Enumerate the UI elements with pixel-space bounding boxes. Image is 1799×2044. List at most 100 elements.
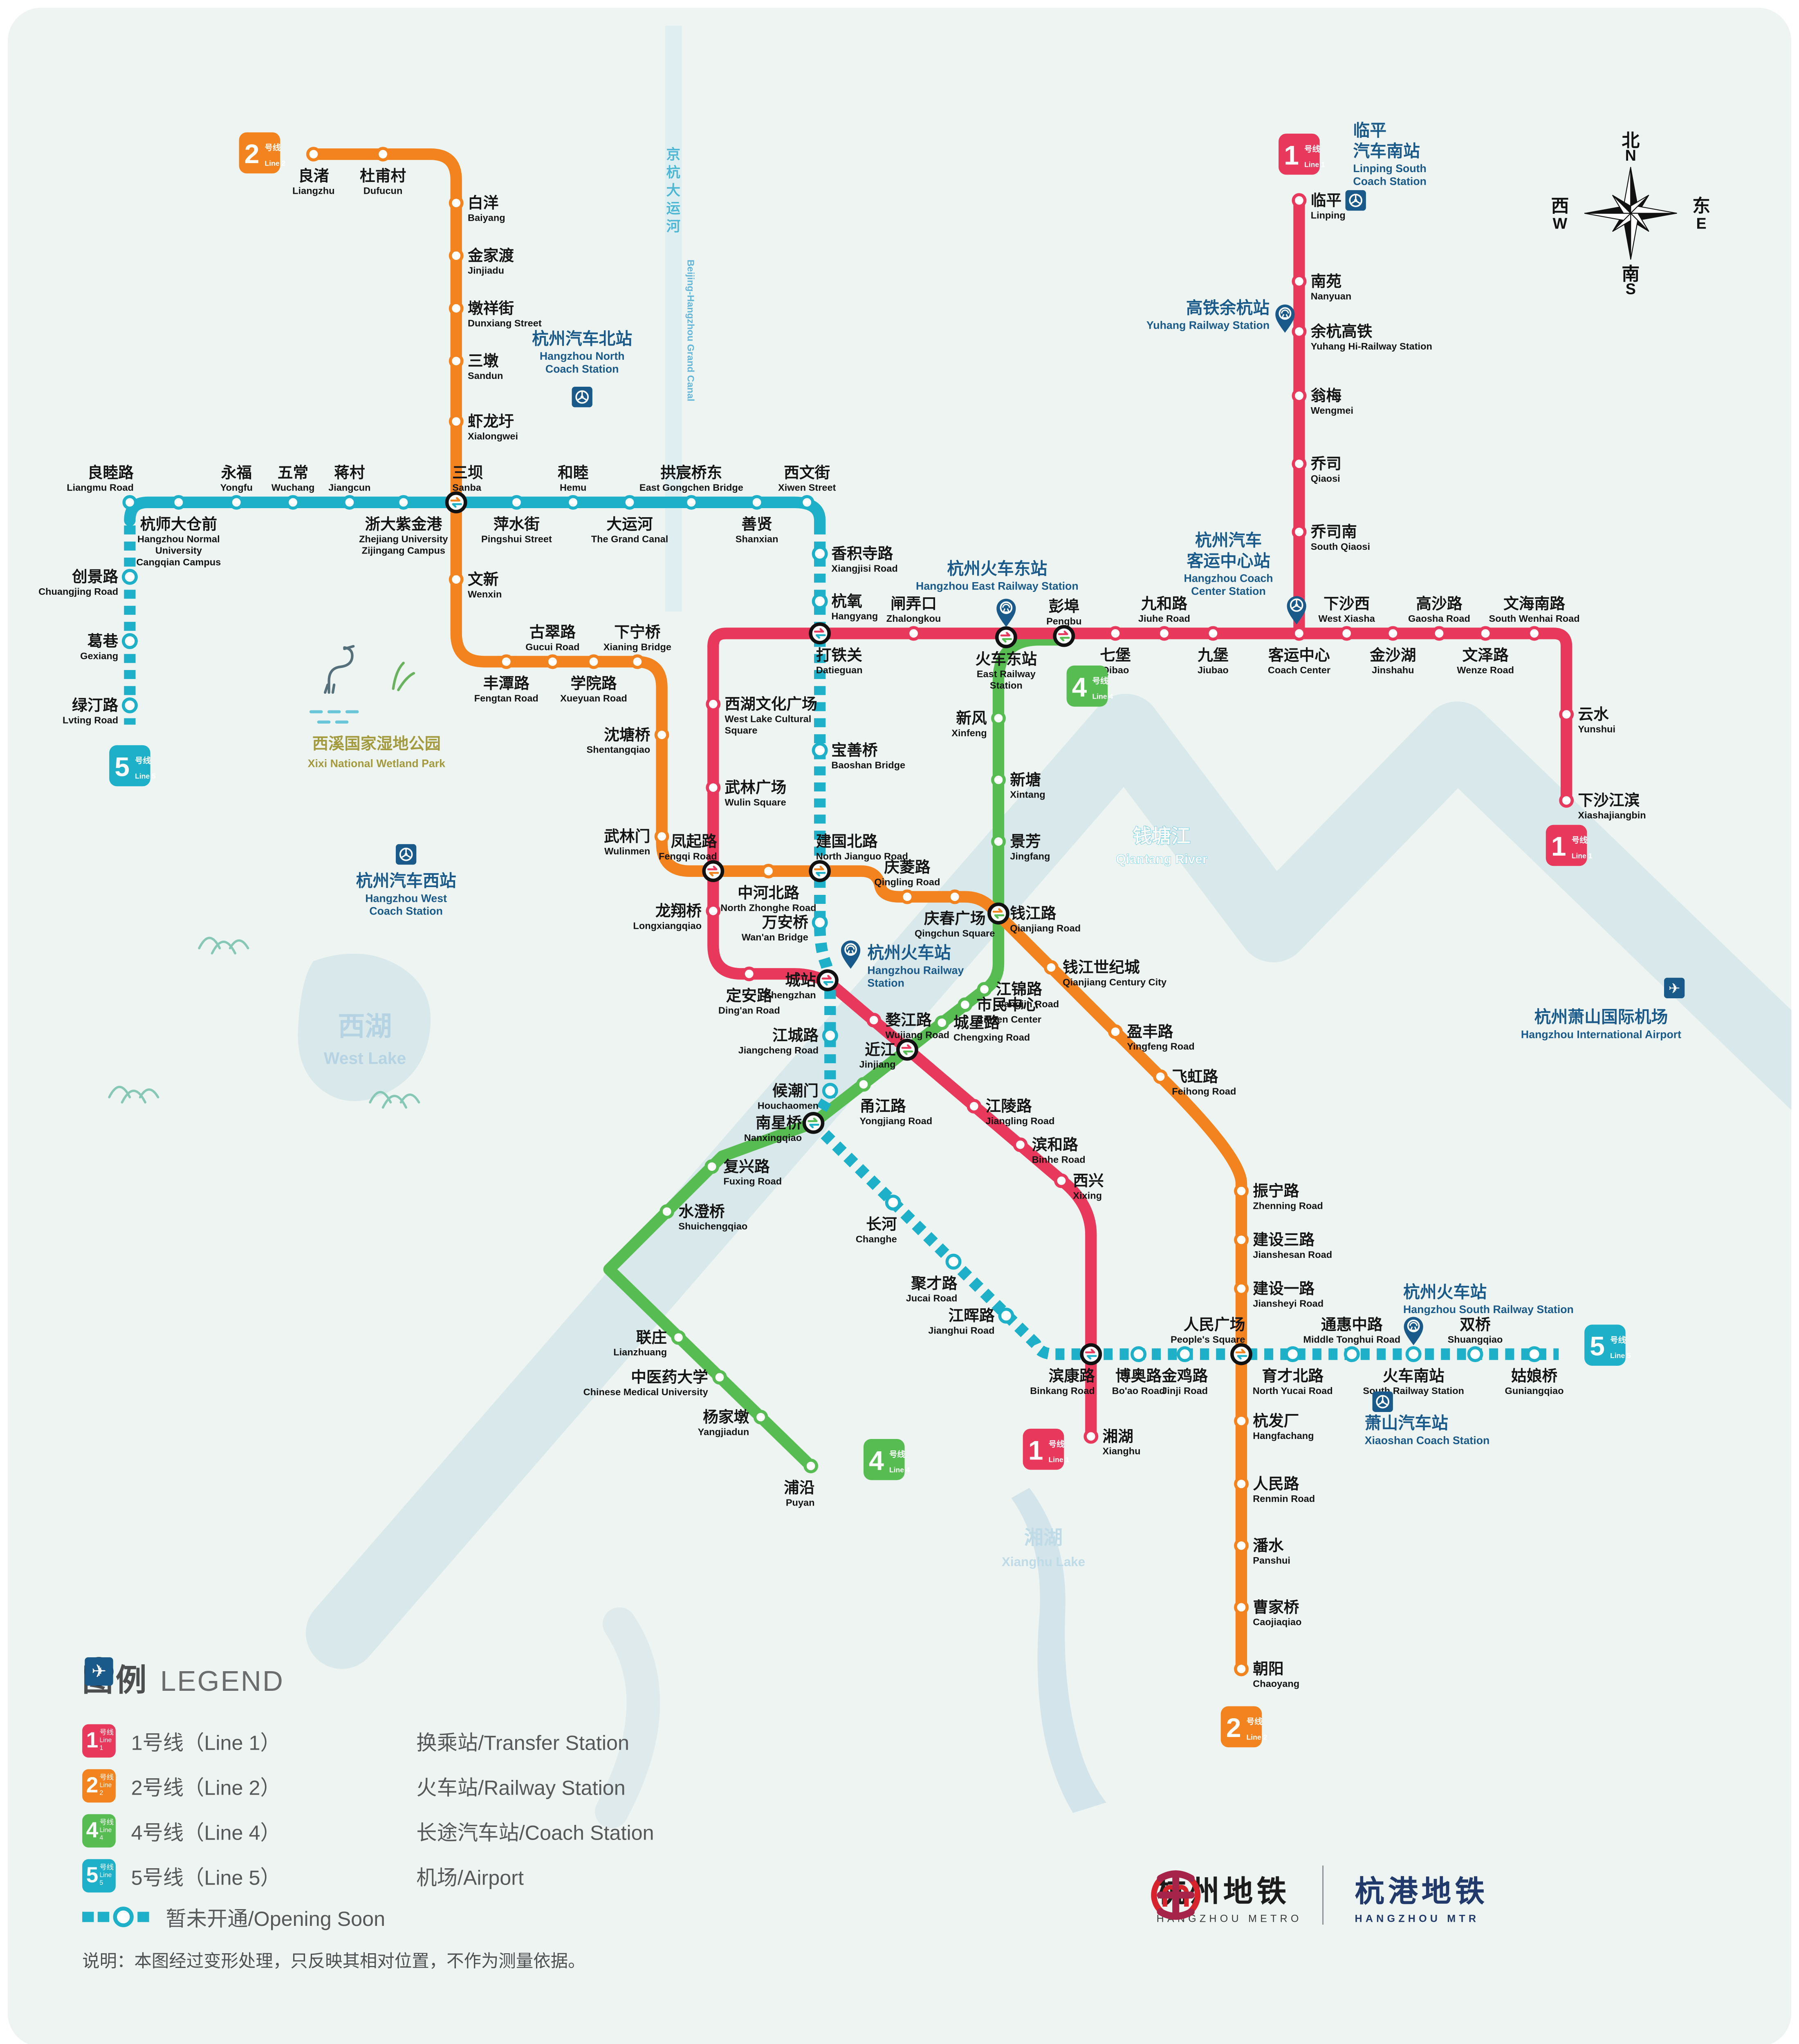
station-name-en: Xianing Bridge xyxy=(603,641,671,652)
facility-name-en: Yuhang Railway Station xyxy=(1146,319,1270,332)
station-name-cn: 蒋村 xyxy=(334,464,365,481)
station-name-en: Wulinmen xyxy=(604,846,650,856)
footer-divider xyxy=(1322,1865,1324,1925)
facility-name-cn: 萧山汽车站 xyxy=(1365,1414,1448,1432)
station-name-en: Middle Tonghui Road xyxy=(1303,1334,1400,1345)
station-name-en: North Jianguo Road xyxy=(816,851,908,862)
transfer-ring xyxy=(802,1112,825,1134)
railway-glyph xyxy=(846,945,855,955)
station-name-en: Wujiang Road xyxy=(885,1029,949,1040)
station-name-en: Liangzhu xyxy=(292,186,334,196)
station-name-cn: 和睦 xyxy=(558,464,589,481)
station-name-en: Jiuhe Road xyxy=(1138,613,1190,624)
station-dot xyxy=(761,863,776,879)
coach-glyph xyxy=(404,853,408,856)
line-l4-path xyxy=(808,634,1072,1129)
badge-line-en: Line 2 xyxy=(265,159,285,167)
badge-line-en: Line 1 xyxy=(1049,1456,1070,1464)
badge-bg xyxy=(1546,825,1587,866)
station-name-cn: 余杭高铁 xyxy=(1310,323,1373,340)
station-name-en: Qianjiang Century City xyxy=(1063,977,1166,988)
station-name-en: Pengbu xyxy=(1046,616,1081,626)
station-name-en: Xialongwei xyxy=(468,431,518,442)
map-disclaimer-note: 说明：本图经过变形处理，只反映其相对位置，不作为测量依据。 xyxy=(82,1952,585,1971)
station-name-cn: 南苑 xyxy=(1311,273,1342,290)
station-name-cn: 乔司南 xyxy=(1311,523,1357,540)
station-dot xyxy=(1234,1414,1249,1428)
station-dot xyxy=(229,495,244,510)
station-dot xyxy=(753,1410,768,1425)
station-dot xyxy=(1292,324,1307,339)
station-name-en: Chengxing Road xyxy=(953,1032,1030,1043)
qiantang-river-label-cn: 钱塘江 xyxy=(1133,825,1190,847)
compass-east-cn: 东 xyxy=(1692,196,1710,216)
facility-name-cn: 汽车南站 xyxy=(1353,141,1420,160)
station-dot xyxy=(998,1307,1014,1324)
station-name-cn: 沈塘桥 xyxy=(604,726,650,743)
canal-label-cn: 大 xyxy=(666,183,681,199)
station-name-cn: 城站 xyxy=(785,972,816,989)
station-dot xyxy=(706,697,721,712)
station-dot xyxy=(1405,1346,1422,1363)
station-name-en: Zhenning Road xyxy=(1253,1200,1323,1211)
station-dot xyxy=(449,248,464,263)
badge-suffix: 号线 xyxy=(265,143,280,152)
station-dot xyxy=(306,147,321,162)
station-name-cn: 人民广场 xyxy=(1184,1316,1245,1333)
station-dot xyxy=(1339,626,1354,641)
station-name-en: Wengmei xyxy=(1311,405,1353,416)
station-dot xyxy=(812,593,828,610)
west-lake-label-en: West Lake xyxy=(324,1049,406,1067)
station-dot xyxy=(812,914,828,931)
station-name-cn: 火车东站 xyxy=(975,650,1037,668)
station-name-cn: 下沙江滨 xyxy=(1578,792,1640,809)
airplane-glyph: ✈ xyxy=(1669,981,1680,996)
station-dot xyxy=(822,1027,838,1044)
station-name-en: Jucai Road xyxy=(906,1293,958,1304)
station-dot xyxy=(659,1204,675,1219)
station-name-en: Jiansheyi Road xyxy=(1253,1298,1323,1309)
facility-name-cn: 客运中心站 xyxy=(1187,551,1270,570)
facility-name-en: Coach Station xyxy=(369,905,443,917)
coach-glyph xyxy=(1291,600,1302,609)
station-dot xyxy=(1467,1346,1483,1363)
station-name-en: Jianghui Road xyxy=(928,1325,994,1336)
station-name-en: Wan'an Bridge xyxy=(742,932,808,943)
station-name-en: Liangmu Road xyxy=(67,482,134,493)
station-name-en: Binkang Road xyxy=(1030,1385,1095,1396)
badge-bg xyxy=(864,1439,905,1480)
station-dot xyxy=(1108,626,1123,641)
station-name-cn: 三墩 xyxy=(468,352,499,370)
station-dot xyxy=(906,626,921,641)
compass-east-en: E xyxy=(1696,215,1707,232)
badge-suffix: 号线 xyxy=(1247,1717,1263,1726)
station-name-cn: 滨和路 xyxy=(1032,1136,1078,1153)
xianghu-lake-label-cn: 湘湖 xyxy=(1024,1527,1063,1549)
station-name-cn: 翁梅 xyxy=(1311,387,1341,404)
legend-symbol-list: 换乘站/Transfer Station 火车站/Railway Station xyxy=(84,1657,802,1936)
station-name-cn: 杨家墩 xyxy=(703,1408,749,1425)
station-dot xyxy=(1234,1183,1249,1199)
airport-square-icon xyxy=(1664,977,1685,998)
